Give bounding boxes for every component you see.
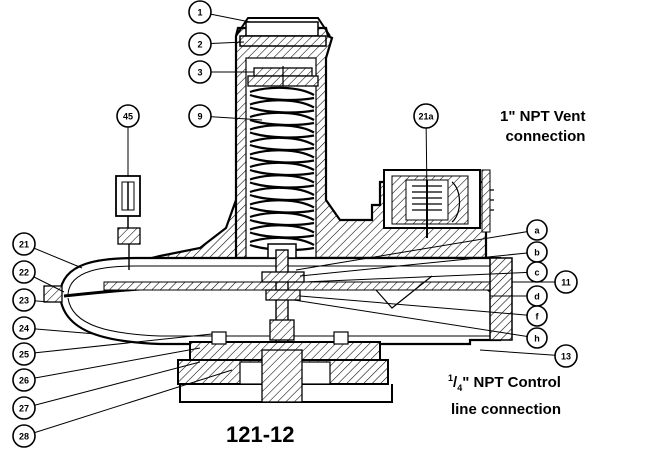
control-label-line1-text: " NPT Control <box>462 374 561 391</box>
callout-circle-24 <box>12 316 36 340</box>
callout-number-28: 28 <box>19 432 29 442</box>
callout-number-21: 21 <box>19 240 29 250</box>
callout-circle-27 <box>12 396 36 420</box>
callout-22: 22 <box>12 260 36 284</box>
callout-circle-1 <box>188 0 212 24</box>
leader-13 <box>479 349 567 357</box>
callout-13: 13 <box>554 344 578 368</box>
callout-21: 21 <box>12 232 36 256</box>
leader-24 <box>23 327 97 335</box>
callout-number-45: 45 <box>123 112 133 122</box>
vent-label-line1: 1" NPT Vent <box>500 108 586 125</box>
callout-number-f: f <box>536 312 540 322</box>
leader-25 <box>23 333 213 355</box>
callout-number-3: 3 <box>197 68 202 78</box>
leader-f <box>299 295 538 317</box>
callout-a: a <box>526 219 548 241</box>
callout-circle-45 <box>116 104 140 128</box>
callout-number-2: 2 <box>197 40 202 50</box>
model-number: 121-12 <box>226 422 295 447</box>
callout-circle-21a <box>413 103 439 129</box>
callout-number-13: 13 <box>561 352 571 362</box>
adjusting-screw <box>247 66 319 87</box>
control-line-connection-label: 1/4" NPT Control line connection <box>448 368 561 420</box>
leader-a <box>295 229 538 271</box>
callout-1: 1 <box>188 0 212 24</box>
relief-valve-housing <box>383 169 491 238</box>
callout-28: 28 <box>12 424 36 448</box>
callout-number-23: 23 <box>19 296 29 306</box>
callout-number-24: 24 <box>19 324 29 334</box>
control-label-line2: line connection <box>450 401 561 418</box>
callout-3: 3 <box>188 60 212 84</box>
callout-circle-25 <box>12 342 36 366</box>
callout-23: 23 <box>12 288 36 312</box>
leader-c <box>303 271 538 283</box>
callout-number-26: 26 <box>19 376 29 386</box>
callout-number-22: 22 <box>19 268 29 278</box>
callout-number-d: d <box>534 292 540 302</box>
callout-circle-9 <box>188 104 212 128</box>
callout-circle-13 <box>554 344 578 368</box>
callout-2: 2 <box>188 32 212 56</box>
callout-circle-2 <box>188 32 212 56</box>
callout-h: h <box>526 327 548 349</box>
valve-stem <box>261 243 305 351</box>
vent-connection-label: 1" NPT Vent connection <box>500 107 585 147</box>
callout-circle-f <box>526 305 548 327</box>
callout-circle-11 <box>554 270 578 294</box>
callout-number-1: 1 <box>197 8 202 18</box>
callout-21a: 21a <box>413 103 439 129</box>
valve-body <box>177 331 393 403</box>
callout-24: 24 <box>12 316 36 340</box>
vent-connection <box>490 189 494 211</box>
callout-circle-22 <box>12 260 36 284</box>
callout-circle-23 <box>12 288 36 312</box>
control-label-line1: 1/4" NPT Control <box>448 373 561 393</box>
leader-lines <box>23 11 567 437</box>
callout-number-c: c <box>534 268 539 278</box>
callout-circle-26 <box>12 368 36 392</box>
callout-number-a: a <box>534 226 540 236</box>
leader-27 <box>23 361 201 409</box>
callout-26: 26 <box>12 368 36 392</box>
closing-cap <box>235 17 331 47</box>
callout-b: b <box>526 241 548 263</box>
callout-circle-21 <box>12 232 36 256</box>
leader-b <box>299 251 538 277</box>
vent-stem-gauge <box>115 175 141 270</box>
callout-f: f <box>526 305 548 327</box>
leader-28 <box>23 369 233 437</box>
callout-number-b: b <box>534 248 540 258</box>
callout-c: c <box>526 261 548 283</box>
callout-11: 11 <box>554 270 578 294</box>
callout-d: d <box>526 285 548 307</box>
callout-circle-h <box>526 327 548 349</box>
callout-number-21a: 21a <box>418 112 434 122</box>
callout-circle-28 <box>12 424 36 448</box>
callout-number-25: 25 <box>19 350 29 360</box>
callout-number-11: 11 <box>561 278 571 288</box>
callout-circle-a <box>526 219 548 241</box>
leader-26 <box>23 347 201 381</box>
callout-27: 27 <box>12 396 36 420</box>
callout-circle-c <box>526 261 548 283</box>
callout-45: 45 <box>116 104 140 128</box>
callout-25: 25 <box>12 342 36 366</box>
fraction-denominator: 4 <box>457 383 463 393</box>
callout-circle-3 <box>188 60 212 84</box>
leader-21a <box>425 115 428 197</box>
leader-h <box>293 299 538 339</box>
fraction-numerator: 1 <box>448 373 454 383</box>
callout-9: 9 <box>188 104 212 128</box>
callout-number-27: 27 <box>19 404 29 414</box>
control-spring <box>249 86 315 252</box>
callout-number-9: 9 <box>197 112 202 122</box>
callout-number-h: h <box>534 334 540 344</box>
vent-label-line2: connection <box>505 128 586 145</box>
